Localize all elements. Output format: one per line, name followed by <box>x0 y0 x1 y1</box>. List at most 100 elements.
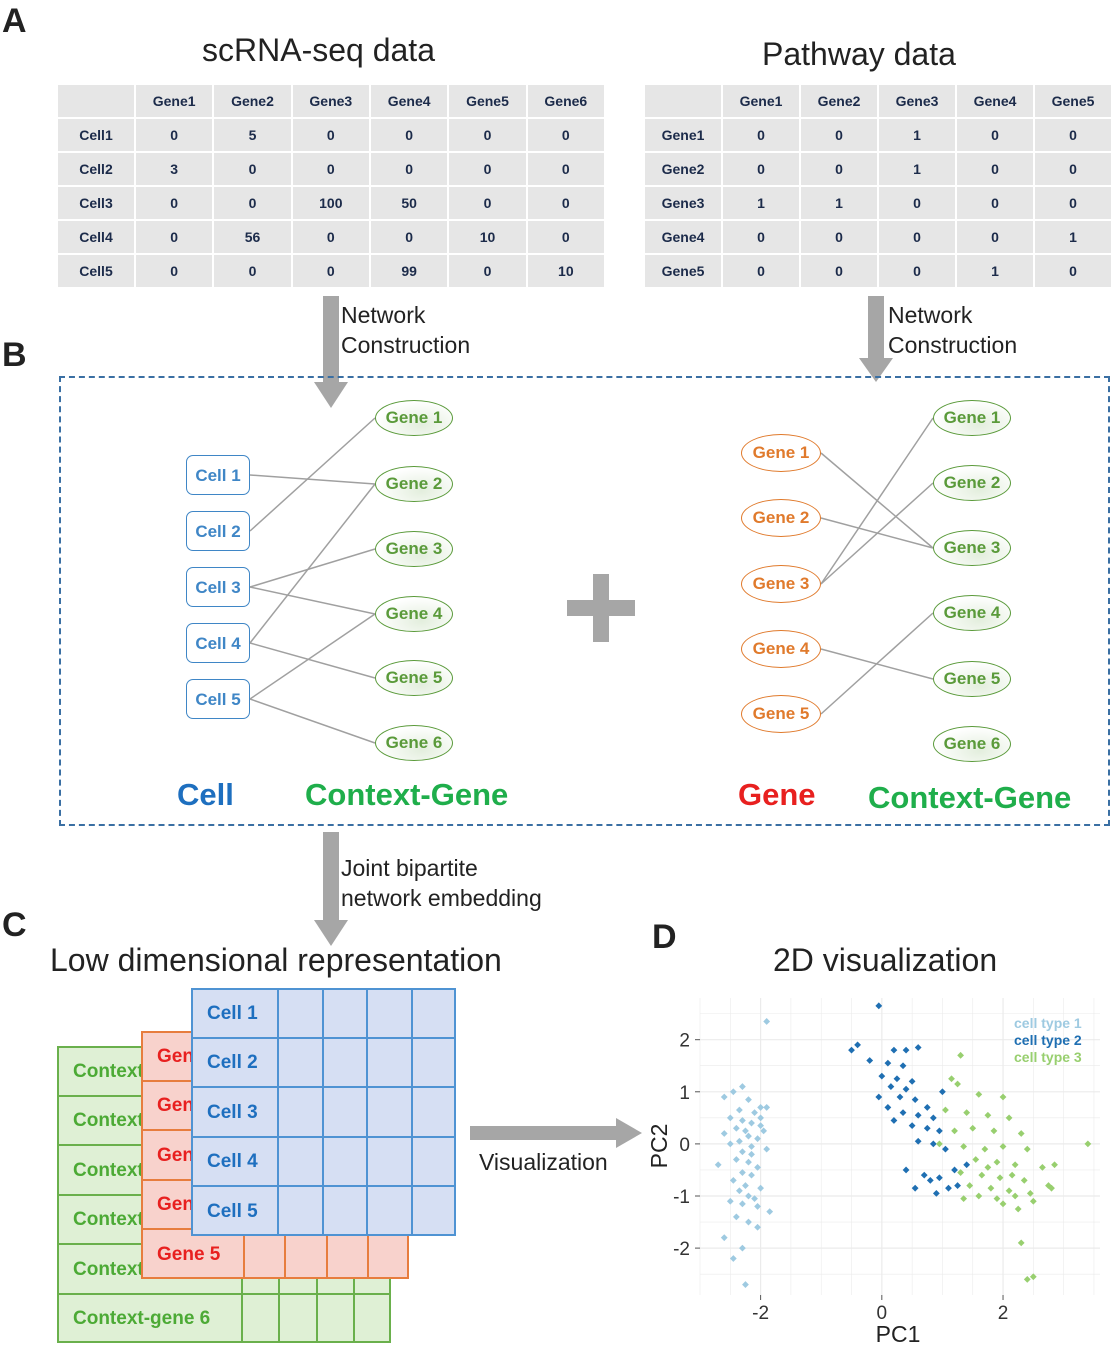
matrix-value-cell: 0 <box>292 119 369 151</box>
matrix-value-cell: 0 <box>1035 119 1111 151</box>
scatter-point <box>890 1046 898 1054</box>
scatter-point <box>914 1111 922 1119</box>
scatter-point <box>1014 1205 1022 1213</box>
scatter-point <box>763 1018 771 1025</box>
scatter-point <box>887 1083 895 1090</box>
embedding-grid-cell <box>367 1037 412 1087</box>
scatter-point <box>1039 1163 1046 1171</box>
scatter-point <box>966 1182 974 1189</box>
y-tick-label: 0 <box>679 1135 690 1156</box>
scatter-point <box>729 1255 737 1262</box>
scatter-point <box>999 1143 1007 1150</box>
scatter-point <box>984 1163 992 1171</box>
scatter-point <box>757 1122 765 1130</box>
matrix-value-cell: 0 <box>801 119 877 151</box>
network-frame <box>59 376 1110 826</box>
matrix-value-cell: 0 <box>723 255 799 287</box>
scatter-point <box>884 1104 892 1111</box>
matrix-column-header: Gene3 <box>292 85 369 117</box>
scatter-point <box>911 1184 919 1192</box>
scatter-point <box>1084 1140 1092 1148</box>
scatter-point <box>751 1195 758 1202</box>
matrix-value-cell: 0 <box>370 221 448 253</box>
scatter-point <box>1048 1184 1055 1192</box>
scatter-point <box>748 1119 755 1127</box>
context-gene-node: Gene 3 <box>375 531 453 567</box>
panel-label-a: A <box>2 2 27 40</box>
scatter-point <box>1008 1171 1016 1179</box>
matrix-row-header: Gene1 <box>645 119 721 151</box>
matrix-value-cell: 1 <box>879 153 955 185</box>
context-gene-node: Gene 2 <box>375 466 453 502</box>
embedding-grid-cell <box>316 1293 354 1343</box>
scatter-point <box>748 1171 755 1179</box>
embedding-grid-cell <box>411 1087 456 1137</box>
matrix-value-cell: 0 <box>449 119 526 151</box>
y-tick-label: -2 <box>673 1239 690 1260</box>
matrix-value-cell: 0 <box>723 153 799 185</box>
scatter-point <box>935 1140 943 1148</box>
legend-entry: cell type 3 <box>1014 1049 1082 1065</box>
context-gene-node: Gene 6 <box>375 725 453 761</box>
scatter-point <box>866 1057 874 1064</box>
scatter-point <box>735 1137 743 1145</box>
scatter-point <box>923 1104 931 1111</box>
embedding-grid-cell <box>411 1136 456 1186</box>
matrix-value-cell: 0 <box>449 187 526 219</box>
embedding-grid-cell <box>322 1186 367 1236</box>
scatter-point <box>914 1137 922 1145</box>
matrix-value-cell: 0 <box>879 255 955 287</box>
embedding-grid-cell <box>367 1186 412 1236</box>
legend-context-gene-right: Context-Gene <box>868 780 1072 815</box>
scatter-point <box>1045 1182 1052 1189</box>
scatter-point <box>1029 1273 1037 1281</box>
matrix-value-cell: 1 <box>723 187 799 219</box>
matrix-column-header: Gene5 <box>1035 85 1111 117</box>
cell-node: Cell 4 <box>186 623 250 663</box>
scatter-point <box>951 1166 958 1174</box>
scatter-point <box>993 1195 1001 1202</box>
scatter-point <box>948 1075 955 1083</box>
scatter-point <box>732 1124 740 1132</box>
matrix-row-header: Gene4 <box>645 221 721 253</box>
matrix-column-header: Gene5 <box>449 85 526 117</box>
matrix-value-cell: 1 <box>879 119 955 151</box>
scatter-point <box>951 1127 958 1135</box>
matrix-row-header: Cell4 <box>58 221 134 253</box>
matrix-value-cell: 0 <box>136 221 213 253</box>
embedding-grid-cell <box>191 1087 278 1137</box>
scatter-point <box>757 1184 765 1192</box>
scatter-point <box>720 1130 728 1137</box>
scatter-point <box>1026 1190 1034 1197</box>
scatter-point <box>969 1124 977 1132</box>
embedding-row-label: Cell 2 <box>207 1052 258 1074</box>
scatter-point <box>996 1174 1004 1182</box>
matrix-value-cell: 1 <box>957 255 1033 287</box>
scatter-point <box>987 1184 995 1192</box>
scatter-point <box>745 1158 752 1166</box>
scatter-point <box>757 1104 765 1111</box>
scatter-point <box>908 1122 916 1130</box>
scatter-point <box>1011 1192 1019 1200</box>
scatter-point <box>745 1192 752 1200</box>
matrix-column-header: Gene3 <box>879 85 955 117</box>
scatter-point <box>854 1041 861 1049</box>
matrix-value-cell: 1 <box>801 187 877 219</box>
scatter-point <box>926 1176 934 1184</box>
scatter-point <box>984 1111 992 1119</box>
x-tick-label: 0 <box>877 1303 888 1324</box>
matrix-row-header: Gene3 <box>645 187 721 219</box>
scatter-point <box>748 1150 755 1158</box>
matrix-value-cell: 56 <box>214 221 291 253</box>
embedding-grid-cell <box>411 1037 456 1087</box>
matrix-column-header: Gene6 <box>527 85 604 117</box>
scatter-point <box>720 1234 728 1242</box>
scatter-point <box>942 1145 949 1153</box>
